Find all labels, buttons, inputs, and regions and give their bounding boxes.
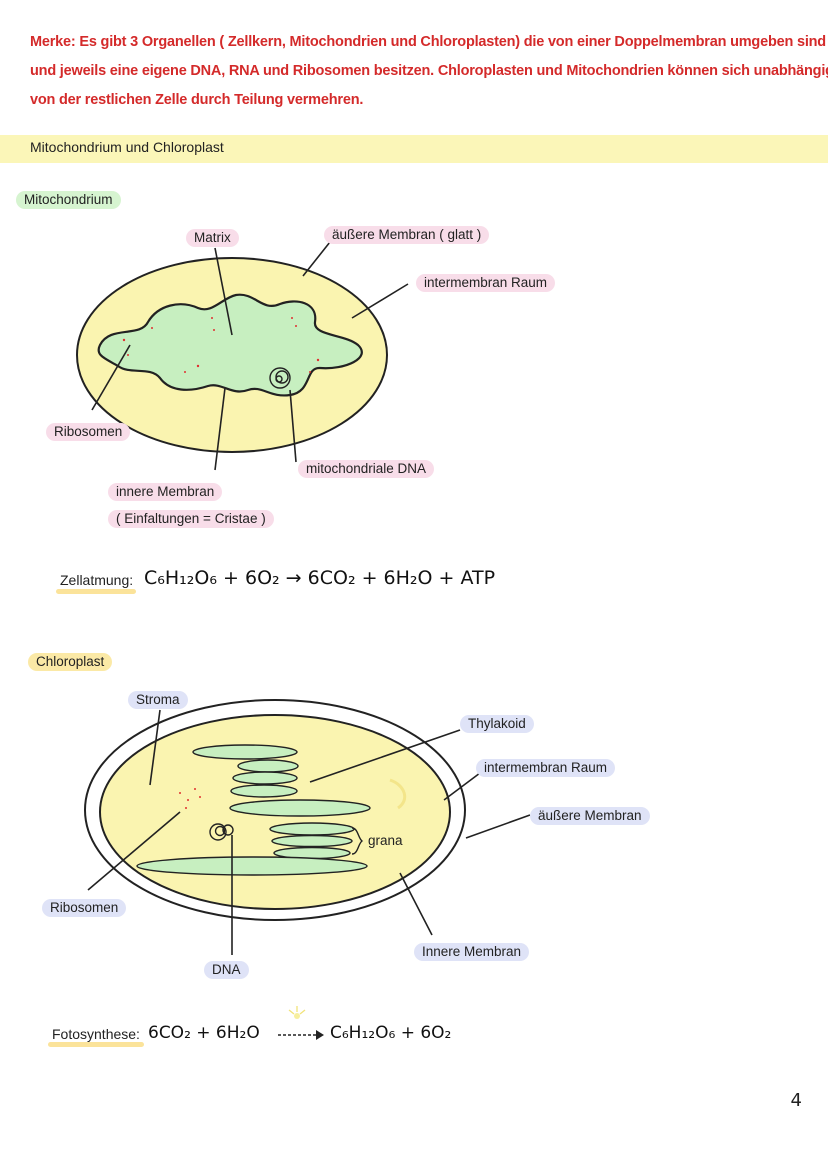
memo-line-2: und jeweils eine eigene DNA, RNA und Rib…	[30, 63, 828, 79]
memo-note: Merke: Es gibt 3 Organellen ( Zellkern, …	[30, 28, 828, 115]
chloro-label-dna: DNA	[204, 961, 249, 979]
chloro-dna-icon	[209, 823, 234, 841]
chloroplast-diagram	[84, 699, 531, 1019]
mitochondrion-diagram	[76, 241, 409, 471]
chloro-label-grana: grana	[368, 833, 403, 848]
mito-matrix	[97, 293, 363, 397]
zellatmung-label: Zellatmung:	[60, 572, 134, 588]
chloro-label-inner-membrane: Innere Membran	[414, 943, 530, 961]
mito-label-dna: mitochondriale DNA	[298, 460, 435, 478]
chloro-heading: Chloroplast	[28, 653, 113, 671]
section-highlight	[0, 135, 828, 163]
chloro-label-outer-membrane: äußere Membran	[530, 807, 650, 825]
memo-line-3: von der restlichen Zelle durch Teilung v…	[30, 92, 364, 108]
fotosynthese-formula-right: C₆H₁₂O₆ + 6O₂	[330, 1023, 452, 1043]
mito-ribosome-dots	[122, 317, 320, 373]
mito-dna-icon	[269, 367, 291, 389]
mito-heading: Mitochondrium	[16, 191, 121, 209]
chloro-label-thylakoid: Thylakoid	[460, 715, 534, 733]
sun-icon	[288, 1006, 306, 1015]
thylakoid-stacks	[136, 744, 371, 876]
chloro-ribosome-dots	[179, 788, 201, 809]
memo-line-1: Merke: Es gibt 3 Organellen ( Zellkern, …	[30, 34, 826, 50]
fotosynthese-label: Fotosynthese:	[52, 1026, 140, 1042]
mito-label-ribosomes: Ribosomen	[46, 423, 131, 441]
page-number: 4	[790, 1090, 802, 1111]
zellatmung-formula: C₆H₁₂O₆ + 6O₂ → 6CO₂ + 6H₂O + ATP	[144, 567, 496, 589]
mito-label-inner-membrane: innere Membran	[108, 483, 223, 501]
mito-label-outer-membrane: äußere Membran ( glatt )	[324, 226, 490, 244]
mito-label-intermembrane: intermembran Raum	[416, 274, 556, 292]
chloro-label-ribosomes: Ribosomen	[42, 899, 127, 917]
reaction-arrow-icon	[278, 1030, 324, 1040]
fotosynthese-underline	[48, 1042, 144, 1047]
chloro-label-stroma: Stroma	[128, 691, 188, 709]
mito-label-matrix: Matrix	[186, 229, 239, 247]
zellatmung-underline	[56, 589, 136, 594]
section-title: Mitochondrium und Chloroplast	[30, 139, 224, 155]
mito-label-cristae: ( Einfaltungen = Cristae )	[108, 510, 274, 528]
fotosynthese-formula-left: 6CO₂ + 6H₂O	[148, 1023, 260, 1043]
chloro-label-intermembrane: intermembran Raum	[476, 759, 616, 777]
